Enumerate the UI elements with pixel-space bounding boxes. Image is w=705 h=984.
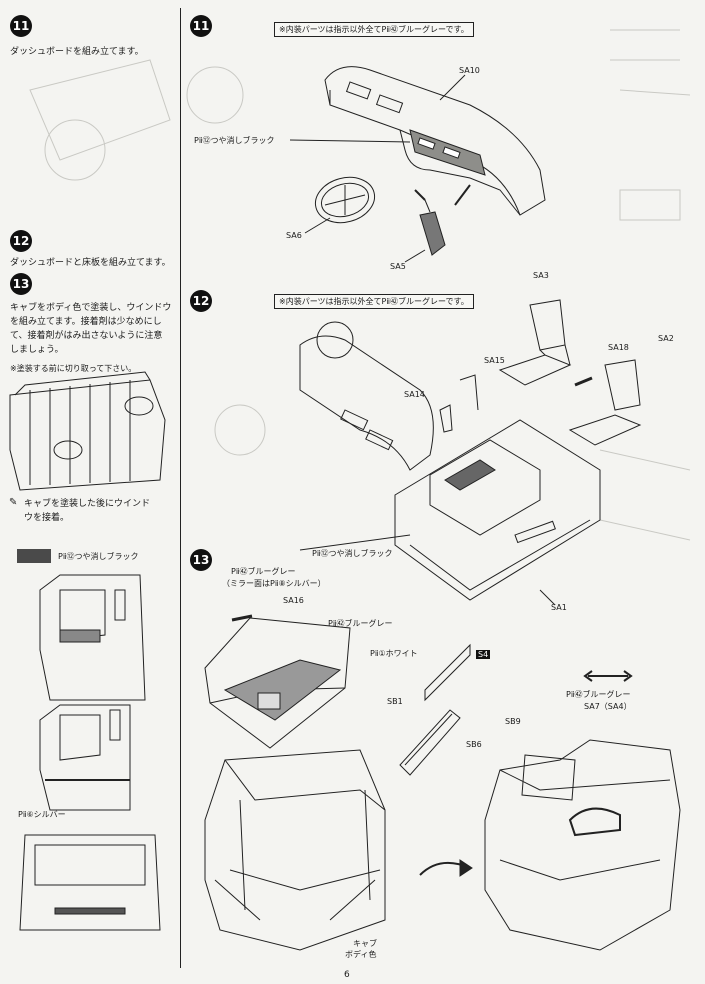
part-sa1: SA1 — [551, 603, 567, 612]
assembled-cab — [484, 739, 681, 951]
step-11-badge: 11 — [10, 15, 32, 37]
paint-note-2: ウを接着。 — [24, 513, 70, 523]
part-sa16-shape — [231, 614, 253, 622]
paint-note-1: キャブを塗装した後にウインド — [24, 499, 151, 509]
column-divider — [180, 8, 181, 968]
leader-black-2 — [299, 534, 411, 551]
part-sb6: SB6 — [466, 740, 482, 749]
blue-gray-label-3: Pⅱ㊷ブルーグレー — [566, 690, 631, 699]
steering-wheel-sa6 — [314, 176, 376, 224]
cab-label-2: ボディ色 — [345, 950, 377, 959]
page-number: 6 — [344, 970, 350, 980]
part-sa10: SA10 — [459, 66, 480, 75]
step-13-line-1: キャブをボディ色で塗装し、ウインドウ — [10, 303, 172, 313]
shift-lever-sa5 — [414, 184, 471, 256]
cab-roof-illustration — [9, 371, 166, 491]
cut-note: ※塗装する前に切り取って下さい。 — [10, 364, 137, 373]
seat-sa2 — [568, 359, 642, 446]
lever-sa15 — [459, 374, 479, 411]
background-ghost-drawings — [29, 29, 691, 541]
silver-label: Pⅱ⑥シルバー — [18, 810, 66, 819]
step-13-badge: 13 — [10, 273, 32, 295]
arrow-head-icon — [459, 859, 473, 877]
bar-sa18 — [574, 376, 593, 387]
seat-sa3 — [498, 299, 572, 386]
swatch-label: Pⅱ⑫つや消しブラック — [58, 552, 139, 561]
cab-front-view — [19, 834, 161, 931]
cab-label-1: キャブ — [353, 939, 377, 948]
step-12-badge: 12 — [10, 230, 32, 252]
paint-icon: ✎ — [9, 497, 18, 508]
step-13-line-2: を組み立てます。接着剤は少なめにし — [10, 317, 162, 327]
step-11-text: ダッシュボードを組み立てます。 — [10, 47, 144, 57]
white-label: Pⅱ①ホワイト — [370, 649, 418, 658]
dashboard-panel-12 — [299, 321, 434, 471]
step-13-line-4: しましょう。 — [10, 345, 64, 355]
panel-13-badge: 13 — [190, 549, 212, 571]
window-s4 — [424, 643, 471, 702]
cab-side-view-2 — [39, 704, 131, 811]
panel-12-note: ※内装パーツは指示以外全てPⅱ㊷ブルーグレーです。 — [274, 294, 474, 309]
part-sb1: SB1 — [387, 697, 403, 706]
part-sa5: SA5 — [390, 262, 406, 271]
blue-gray-note: Pⅱ㊷ブルーグレー — [231, 567, 296, 576]
part-sa2: SA2 — [658, 334, 674, 343]
part-sa15: SA15 — [484, 356, 505, 365]
panel-11-note: ※内装パーツは指示以外全てPⅱ㊷ブルーグレーです。 — [274, 22, 474, 37]
leader-sa5 — [404, 249, 426, 263]
leader-black — [289, 139, 411, 143]
part-sa3: SA3 — [533, 271, 549, 280]
leader-sa1 — [539, 589, 556, 606]
floor-sa1 — [394, 419, 601, 601]
cab-side-view-1 — [39, 574, 146, 701]
leader-sa6 — [304, 217, 331, 234]
lever-sa14 — [439, 404, 453, 433]
part-sa14: SA14 — [404, 390, 425, 399]
panel-11-badge: 11 — [190, 15, 212, 37]
part-s4: S4 — [476, 650, 491, 659]
cab-body — [204, 749, 386, 951]
panel-12-color-label: Pⅱ⑫つや消しブラック — [312, 549, 393, 558]
part-sa16: SA16 — [283, 596, 304, 605]
part-sa7: SA7（SA4） — [584, 702, 632, 711]
black-color-swatch — [17, 549, 51, 563]
double-arrow-icon — [583, 670, 633, 682]
window-sb6 — [399, 709, 461, 776]
leader-sa10 — [439, 74, 466, 101]
blue-gray-label-2: Pⅱ㊷ブルーグレー — [328, 619, 393, 628]
part-sa6: SA6 — [286, 231, 302, 240]
step-12-text: ダッシュボードと床板を組み立てます。 — [10, 258, 171, 268]
part-sb9: SB9 — [505, 717, 521, 726]
step-13-line-3: て、接着剤がはみ出さないように注意 — [10, 331, 163, 341]
mirror-note: （ミラー面はPⅱ⑧シルバー） — [222, 579, 326, 588]
floor-tray-sb1 — [204, 617, 351, 749]
part-sa18: SA18 — [608, 343, 629, 352]
panel-11-color-label: Pⅱ⑫つや消しブラック — [194, 136, 275, 145]
dashboard-sa10 — [324, 66, 546, 216]
panel-12-badge: 12 — [190, 290, 212, 312]
